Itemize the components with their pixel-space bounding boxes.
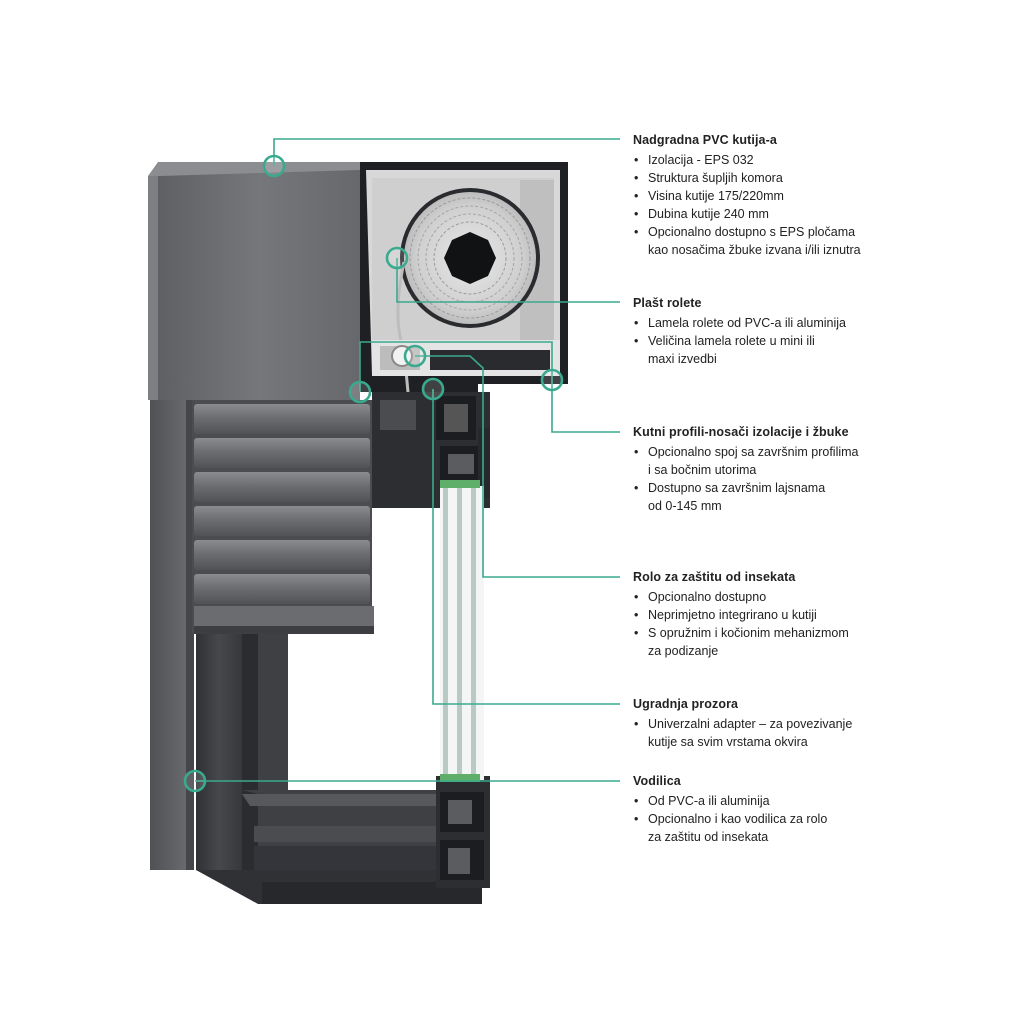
callout-box: Nadgradna PVC kutija-a Izolacija - EPS 0… [633,132,1013,259]
callout-list: Opcionalno dostupno Neprimjetno integrir… [633,588,1013,660]
marker-window-circle [421,377,445,401]
frame-bottom-profile [436,776,490,888]
callout-title: Ugradnja prozora [633,697,739,711]
callout-item: Opcionalno i kao vodilica za rolo za zaš… [633,810,1013,846]
callout-list: Lamela rolete od PVC-a ili aluminija Vel… [633,314,1013,368]
callout-item: Opcionalno dostupno s EPS pločama kao no… [633,223,1013,259]
callout-item: Lamela rolete od PVC-a ili aluminija [633,314,1013,332]
left-guide-rail [150,400,194,870]
callout-item: Opcionalno spoj sa završnim profilima i … [633,443,1013,479]
callout-markers [183,154,564,793]
callout-list: Univerzalni adapter – za povezivanje kut… [633,715,1013,751]
callout-title: Vodilica [633,774,681,788]
callout-title: Rolo za zaštitu od insekata [633,570,796,584]
callout-list: Opcionalno spoj sa završnim profilima i … [633,443,1013,515]
box-cover [148,162,360,400]
callout-item: S opružnim i kočionim mehanizmom za podi… [633,624,1013,660]
callout-item: Neprimjetno integrirano u kutiji [633,606,1013,624]
window-frame [196,634,482,904]
callout-curtain: Plašt rolete Lamela rolete od PVC-a ili … [633,295,1013,368]
marker-box-circle [262,154,286,178]
callout-item: Struktura šupljih komora [633,169,1013,187]
callout-item: Dubina kutije 240 mm [633,205,1013,223]
shutter-slats [192,400,374,634]
marker-curtain-circle [385,246,409,270]
callout-item: Od PVC-a ili aluminija [633,792,1013,810]
box-cutaway [360,162,568,393]
callout-item: Opcionalno dostupno [633,588,1013,606]
callout-list: Od PVC-a ili aluminija Opcionalno i kao … [633,792,1013,846]
glass-panes [440,480,484,782]
callout-title: Kutni profili-nosači izolacije i žbuke [633,425,849,439]
marker-corner-left-circle [348,380,372,404]
callout-leaders [195,138,620,782]
callout-list: Izolacija - EPS 032 Struktura šupljih ko… [633,151,1013,259]
callout-guide-rail: Vodilica Od PVC-a ili aluminija Opcional… [633,773,1013,846]
callout-title: Plašt rolete [633,296,702,310]
callout-item: Izolacija - EPS 032 [633,151,1013,169]
callout-item: Veličina lamela rolete u mini ili maxi i… [633,332,1013,368]
callout-item: Dostupno sa završnim lajsnama od 0-145 m… [633,479,1013,515]
marker-corner-right-circle [540,368,564,392]
callout-window-install: Ugradnja prozora Univerzalni adapter – z… [633,696,1013,751]
callout-item: Visina kutije 175/220mm [633,187,1013,205]
callout-title: Nadgradna PVC kutija-a [633,133,777,147]
callout-corner-profiles: Kutni profili-nosači izolacije i žbuke O… [633,424,1013,515]
marker-rail-circle [183,769,207,793]
marker-insect-circle [403,344,427,368]
callout-insect-screen: Rolo za zaštitu od insekata Opcionalno d… [633,569,1013,660]
callout-item: Univerzalni adapter – za povezivanje kut… [633,715,1013,751]
